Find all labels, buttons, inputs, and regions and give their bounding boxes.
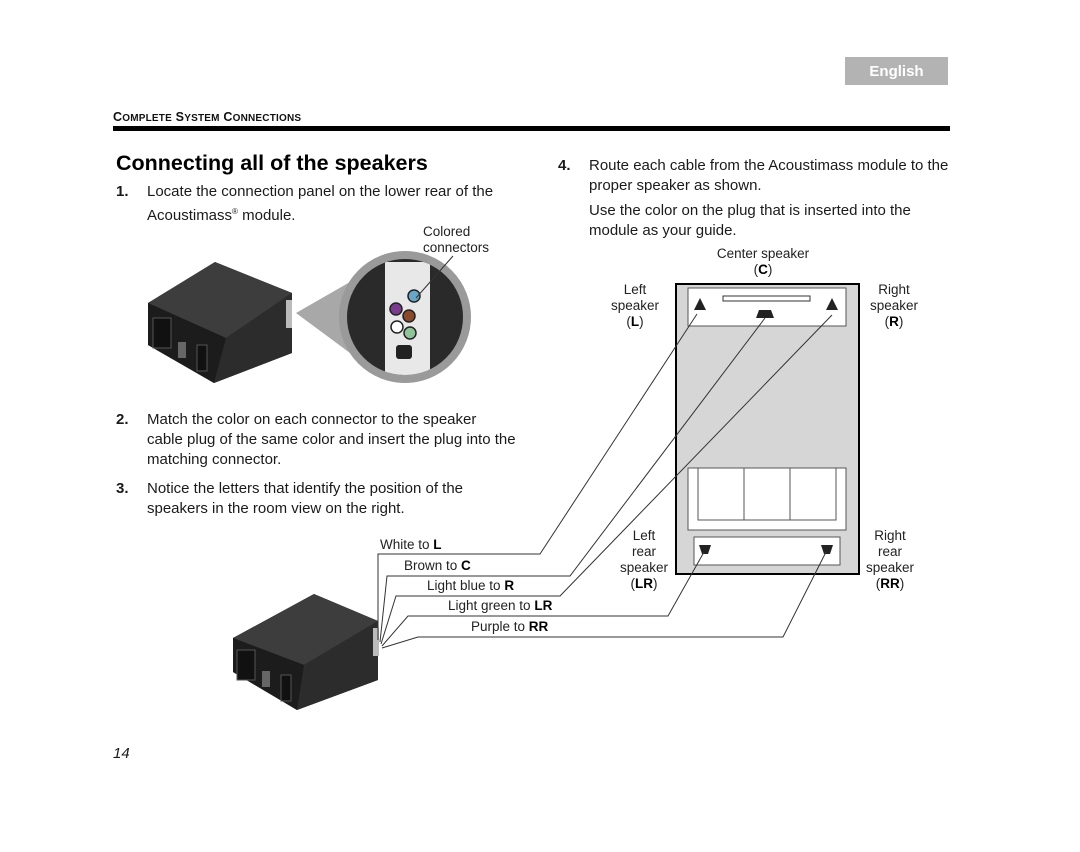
speaker-code: (LR) [630,576,658,591]
white-connector [390,320,404,334]
step-text: Match the color on each connector to the… [147,411,516,468]
step-text: Route each cable from the Acoustimass mo… [589,157,949,194]
speaker-code: (C) [753,262,773,277]
connection-panel-zoom [339,251,471,383]
step-number: 2. [116,411,129,428]
speaker-name: rear [631,544,656,559]
acoustimass-module-top [148,262,292,383]
purple-connector [389,302,403,316]
speaker-name: speaker [610,298,660,313]
speaker-name: Left [623,282,647,297]
room-view [675,283,860,575]
step-number: 4. [558,157,571,174]
speaker-name: rear [877,544,902,559]
wire-label-white: White to L [380,537,442,552]
section-header: COMPLETE SYSTEM CONNECTIONS [113,110,302,124]
connectors-callout: Colored connectors [423,224,489,256]
wire-label-light-blue: Light blue to R [427,578,515,593]
speaker-wires [377,313,833,649]
speaker-code: (L) [626,314,644,329]
callout-line: connectors [423,240,490,255]
speaker-name: speaker [865,560,915,575]
right-rear-speaker-icon [821,545,833,554]
step-4: 4. Route each cable from the Acoustimass… [558,156,953,241]
wire-label-light-green: Light green to LR [448,598,553,613]
page-title: Connecting all of the speakers [116,151,428,175]
speaker-name: Right [878,282,910,297]
speaker-code: (RR) [875,576,905,591]
step-text: Notice the letters that identify the pos… [147,480,464,517]
zoom-wedge [296,282,350,353]
callout-line: Colored [423,224,471,239]
light-green-connector [403,326,417,340]
wire-label-brown: Brown to C [404,558,471,573]
speaker-name: Center speaker [716,246,810,261]
page-number: 14 [113,745,130,762]
speaker-name: Left [632,528,656,543]
speaker-code: (R) [884,314,904,329]
left-speaker-label: Left speaker (L) [604,282,666,330]
speaker-name: speaker [869,298,919,313]
step-1: 1. Locate the connection panel on the lo… [116,182,516,226]
acoustimass-module-bottom [233,594,379,710]
step-3: 3. Notice the letters that identify the … [116,479,516,519]
left-speaker-icon [694,298,706,310]
right-speaker-icon [826,298,838,310]
step-number: 1. [116,183,129,200]
light-blue-connector [407,289,421,303]
step-2: 2. Match the color on each connector to … [116,410,516,470]
center-speaker-icon [756,310,774,318]
left-rear-speaker-label: Left rear speaker (LR) [612,528,676,592]
brown-connector [402,309,416,323]
step-text: Locate the connection panel on the lower… [147,183,494,224]
left-rear-speaker-icon [699,545,711,554]
speaker-name: speaker [619,560,669,575]
header-rule [113,126,950,131]
right-speaker-label: Right speaker (R) [862,282,926,330]
step-number: 3. [116,480,129,497]
step-note: Use the color on the plug that is insert… [589,202,911,239]
speaker-name: Right [874,528,906,543]
center-speaker-label: Center speaker (C) [700,246,826,278]
wire-label-purple: Purple to RR [471,619,549,634]
right-rear-speaker-label: Right rear speaker (RR) [858,528,922,592]
language-tab[interactable]: English [845,57,948,85]
